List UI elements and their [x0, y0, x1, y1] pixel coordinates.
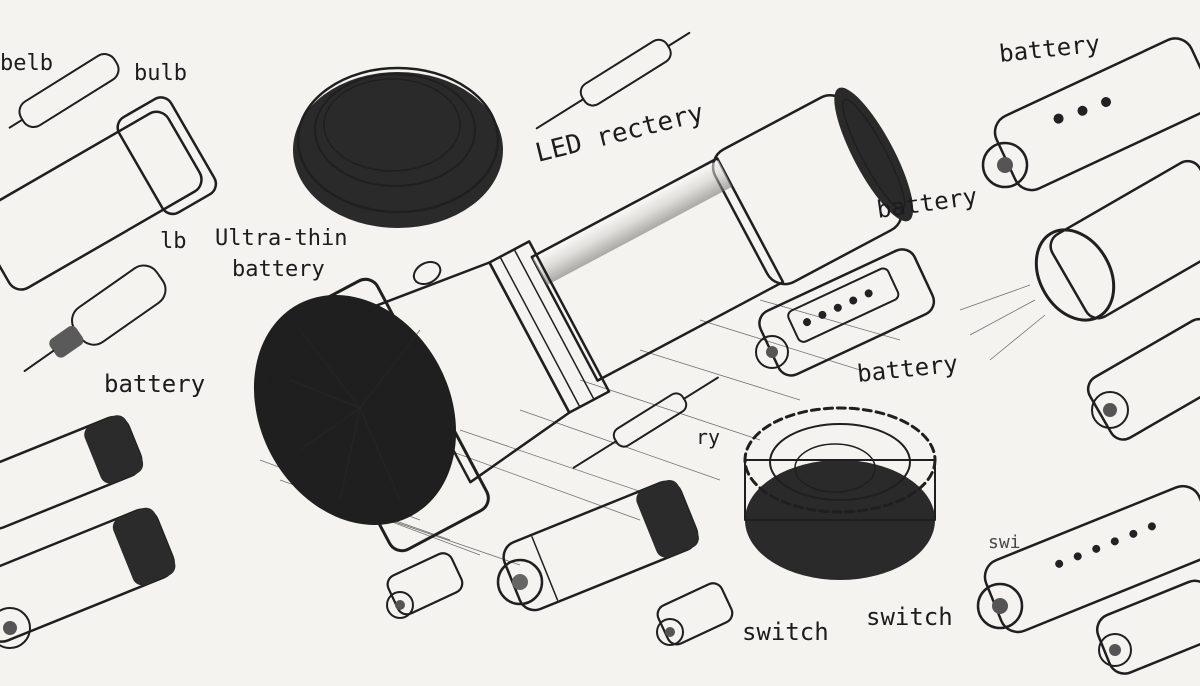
battery-right-bottom — [976, 484, 1200, 634]
label-led: LED rectery — [532, 98, 706, 169]
battery-left-2 — [0, 507, 176, 649]
label-switch-1: switch — [742, 618, 829, 646]
label-ultra-battery: battery — [232, 257, 325, 282]
label-ry: ry — [696, 425, 720, 449]
pen-probe-top-left — [8, 53, 120, 129]
label-switch-2: switch — [866, 603, 953, 631]
battery-left-1 — [0, 415, 144, 530]
label-battery-mid-right: battery — [856, 350, 960, 388]
battery-right-corner — [1095, 579, 1200, 675]
label-ultra-thin: Ultra-thin — [215, 226, 347, 251]
lens-ring — [293, 66, 503, 228]
label-swi: swi — [988, 532, 1021, 553]
reflector-rays — [289, 329, 421, 501]
flashlight-left — [0, 96, 218, 291]
battery-right-top — [981, 37, 1200, 192]
cylinder-right-mid — [1086, 317, 1200, 441]
label-lb: lb — [160, 229, 187, 254]
probe-top — [535, 31, 691, 130]
main-flashlight — [253, 87, 914, 566]
battery-bottom-large — [496, 479, 699, 612]
gear-cap — [743, 406, 937, 580]
label-bulb: bulb — [134, 61, 187, 86]
label-battery-top-right: battery — [998, 30, 1102, 68]
battery-bottom-small-1 — [386, 552, 464, 619]
battery-holder — [755, 248, 936, 377]
flashlight-right — [959, 159, 1200, 361]
bulb-left — [23, 264, 167, 373]
probe-middle — [572, 376, 719, 469]
label-battery-left: battery — [104, 370, 205, 398]
label-belb: belb — [0, 51, 53, 76]
battery-bottom-small-2 — [656, 582, 734, 646]
